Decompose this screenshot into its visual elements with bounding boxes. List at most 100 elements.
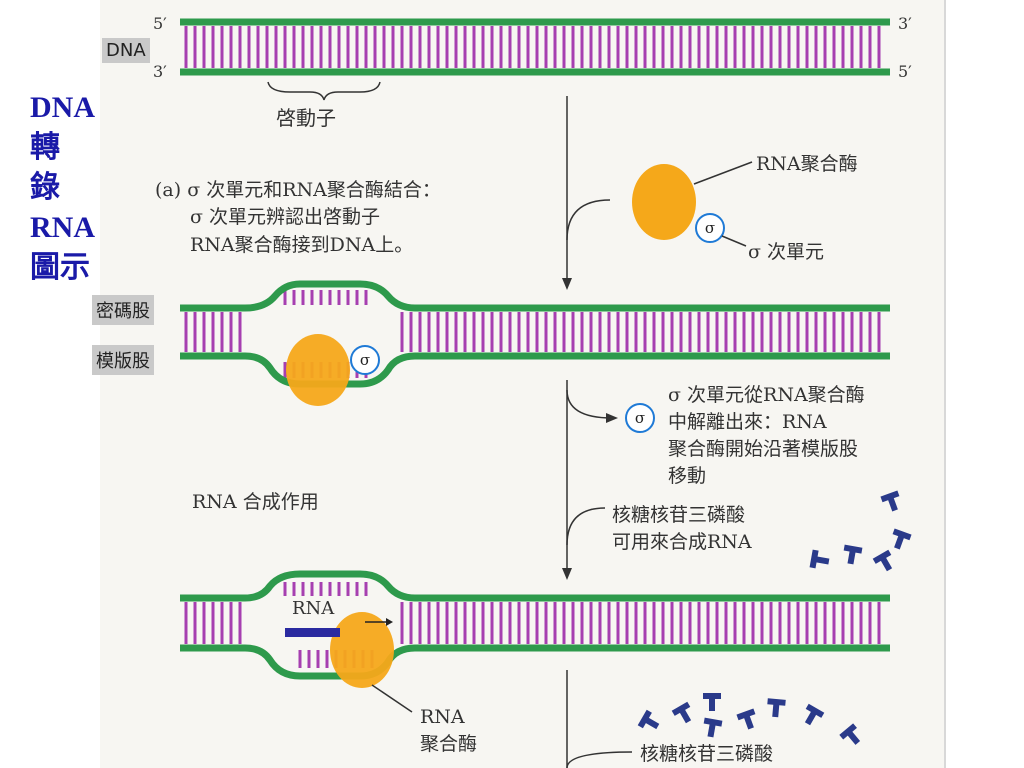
rna-transcript-label: RNA	[292, 598, 335, 619]
branch-arrow	[566, 199, 611, 241]
ntp-stem	[772, 703, 780, 718]
ntp-stem	[847, 731, 861, 745]
three-prime-right: 3′	[898, 14, 912, 33]
leader-line	[371, 684, 413, 713]
promoter-label: 啓動子	[276, 106, 336, 130]
ntp-molecule	[872, 549, 893, 572]
ntp-stem	[709, 698, 715, 711]
sigma-subunit-label: σ 次單元	[748, 241, 825, 263]
dna-elongation-complex	[180, 570, 890, 680]
step-a-line: (a) σ 次單元和RNA聚合酶結合：	[155, 179, 441, 201]
ntp-bar	[671, 701, 691, 716]
side-title-line: 轉	[30, 131, 60, 164]
ntp-bar	[843, 544, 863, 554]
arrowhead	[562, 278, 572, 290]
coding-strand	[180, 570, 890, 602]
coding-strand	[180, 280, 890, 312]
ntp-molecules	[637, 490, 912, 745]
ntp-bar	[839, 723, 857, 740]
sigma-circle	[695, 213, 725, 243]
ntp-bar	[703, 693, 721, 699]
step-a-line: σ 次單元辨認出啓動子	[190, 206, 381, 228]
three-prime-left: 3′	[153, 62, 167, 81]
leader-line	[721, 235, 747, 247]
sigma-release-line: 中解離出來：RNA	[668, 411, 827, 433]
sigma-circle	[350, 345, 380, 375]
side-title-line: DNA	[30, 91, 95, 124]
side-title-line: 圖示	[30, 251, 90, 284]
ntp-molecule	[880, 490, 900, 512]
ntp-molecule	[736, 708, 756, 730]
sigma-glyph: σ	[635, 409, 645, 427]
ntp-molecule	[767, 698, 786, 718]
ntp-stem	[847, 550, 856, 565]
sigma-circle	[625, 403, 655, 433]
ntp-bottom-label: 核糖核苷三磷酸	[640, 743, 774, 765]
ntp-stem	[894, 535, 905, 550]
sigma-glyph: σ	[705, 219, 715, 237]
side-title: DNA 轉 錄 RNA 圖示	[30, 88, 95, 288]
ntp-stem	[679, 709, 692, 724]
ntp-stem	[743, 715, 754, 730]
ntp-bar	[767, 698, 786, 706]
dna-double-helix	[180, 18, 890, 76]
template-strand	[180, 644, 890, 680]
rna-transcript	[285, 628, 340, 637]
ntp-molecule	[671, 701, 692, 724]
ntp-molecule	[703, 693, 721, 711]
arrowhead	[562, 568, 572, 580]
ntp-bar	[637, 709, 652, 729]
template-strand-label: 模版股	[92, 345, 154, 375]
ntp-molecule	[703, 717, 723, 738]
ntp-bar	[880, 490, 900, 503]
side-title-line: RNA	[30, 211, 95, 244]
ntp-bar	[809, 549, 819, 569]
ntp-available-line: 可用來合成RNA	[612, 531, 752, 553]
ntp-molecule	[843, 544, 863, 565]
arrowhead	[606, 413, 618, 423]
rna-polymerase-blob	[286, 334, 350, 406]
molecule-glyphs: σ σ σ	[285, 161, 753, 713]
branch-arrow	[566, 389, 613, 419]
rna-polymerase-bottom-line: 聚合酶	[420, 733, 478, 755]
ntp-stem	[645, 717, 660, 730]
ntp-stem	[804, 711, 817, 726]
ntp-molecule	[809, 549, 830, 569]
sigma-release-line: σ 次單元從RNA聚合酶	[668, 384, 865, 406]
arrowhead	[386, 618, 393, 626]
ntp-stem	[880, 557, 893, 572]
rna-polymerase-blob	[330, 612, 394, 688]
ntp-available-line: 核糖核苷三磷酸	[612, 504, 746, 526]
five-prime-left: 5′	[153, 14, 167, 33]
rna-polymerase-label: RNA聚合酶	[756, 153, 858, 175]
leader-line	[693, 161, 753, 185]
ntp-bar	[872, 549, 892, 564]
ntp-bar	[736, 708, 756, 721]
rna-synthesis-label: RNA 合成作用	[192, 491, 319, 513]
ntp-bar	[805, 703, 825, 718]
sigma-release-line: 聚合酶開始沿著模版股	[668, 438, 859, 460]
ntp-stem	[707, 723, 716, 738]
branch-arrow	[566, 507, 606, 546]
process-arrows	[267, 81, 633, 768]
ntp-stem	[815, 556, 830, 565]
rna-polymerase-bottom-line: RNA	[420, 706, 465, 728]
step-a-line: RNA聚合酶接到DNA上。	[190, 234, 414, 256]
promoter-bracket	[267, 81, 381, 101]
sigma-release-line: 移動	[668, 465, 707, 487]
panel-edge	[944, 0, 946, 768]
five-prime-right: 5′	[898, 62, 912, 81]
ntp-stem	[887, 497, 898, 512]
coding-strand-label: 密碼股	[92, 295, 154, 325]
dna-label: DNA	[102, 38, 150, 63]
ntp-molecule	[637, 709, 660, 730]
ntp-bar	[892, 528, 912, 541]
side-title-line: 錄	[30, 171, 60, 204]
ntp-molecule	[804, 703, 825, 726]
sigma-glyph: σ	[360, 351, 370, 369]
rna-polymerase-blob	[632, 164, 696, 240]
ntp-molecule	[892, 528, 912, 550]
ntp-molecule	[839, 723, 861, 745]
branch-arrow	[566, 751, 633, 768]
